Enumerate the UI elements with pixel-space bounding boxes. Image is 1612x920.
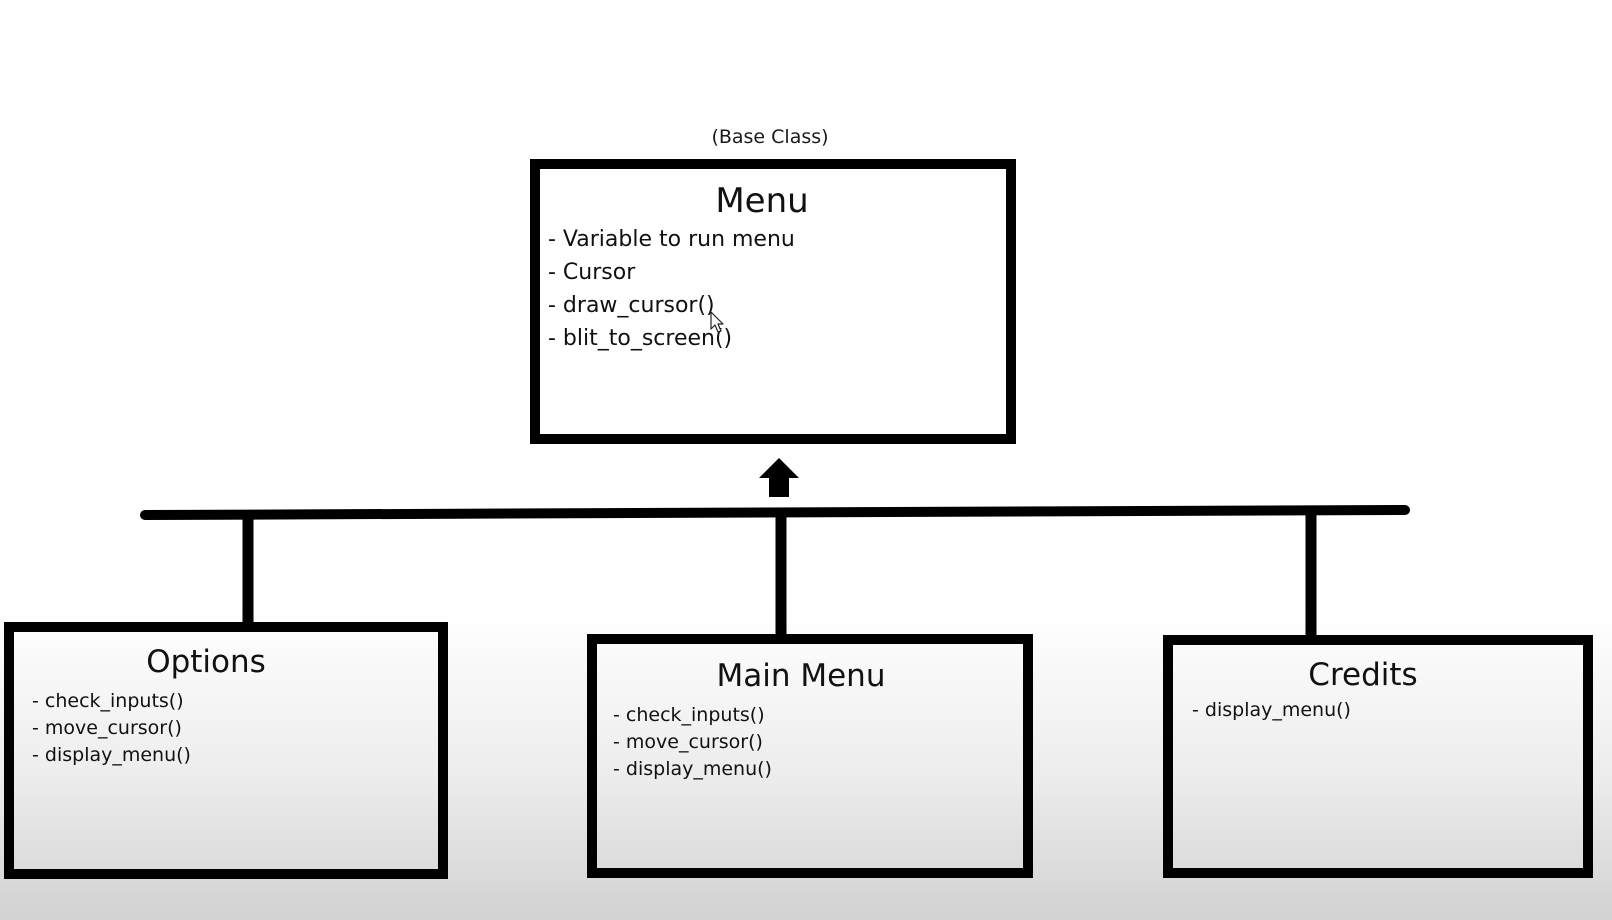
- main-menu-class-members: - check_inputs() - move_cursor() - displ…: [613, 702, 1023, 783]
- credits-class-members: - display_menu(): [1192, 697, 1583, 724]
- menu-member: - draw_cursor(): [548, 293, 715, 318]
- menu-member: - Variable to run menu: [548, 227, 795, 252]
- main-menu-member: - move_cursor(): [613, 731, 763, 753]
- credits-member: - display_menu(): [1192, 699, 1351, 721]
- mouse-pointer-icon: [710, 311, 724, 333]
- options-class-title: Options: [146, 644, 266, 680]
- menu-member: - Cursor: [548, 260, 636, 285]
- main-menu-member: - display_menu(): [613, 758, 772, 780]
- connector-bus-line: [140, 505, 1410, 520]
- options-class-box: Options - check_inputs() - move_cursor()…: [4, 622, 448, 879]
- options-member: - display_menu(): [32, 744, 191, 766]
- main-menu-class-title: Main Menu: [716, 658, 886, 694]
- options-member: - move_cursor(): [32, 717, 182, 739]
- menu-class-title: Menu: [715, 181, 809, 221]
- options-member: - check_inputs(): [32, 690, 184, 712]
- base-class-label: (Base Class): [711, 126, 829, 148]
- arrow-up-icon: [759, 458, 799, 497]
- menu-class-box: Menu - Variable to run menu - Cursor - d…: [530, 159, 1016, 444]
- menu-member: - blit_to_screen(): [548, 326, 733, 351]
- credits-class-box: Credits - display_menu(): [1163, 635, 1593, 878]
- main-menu-member: - check_inputs(): [613, 704, 765, 726]
- menu-class-members: - Variable to run menu - Cursor - draw_c…: [548, 223, 1006, 355]
- credits-class-title: Credits: [1308, 657, 1418, 693]
- main-menu-class-box: Main Menu - check_inputs() - move_cursor…: [587, 634, 1033, 878]
- options-class-members: - check_inputs() - move_cursor() - displ…: [32, 688, 438, 769]
